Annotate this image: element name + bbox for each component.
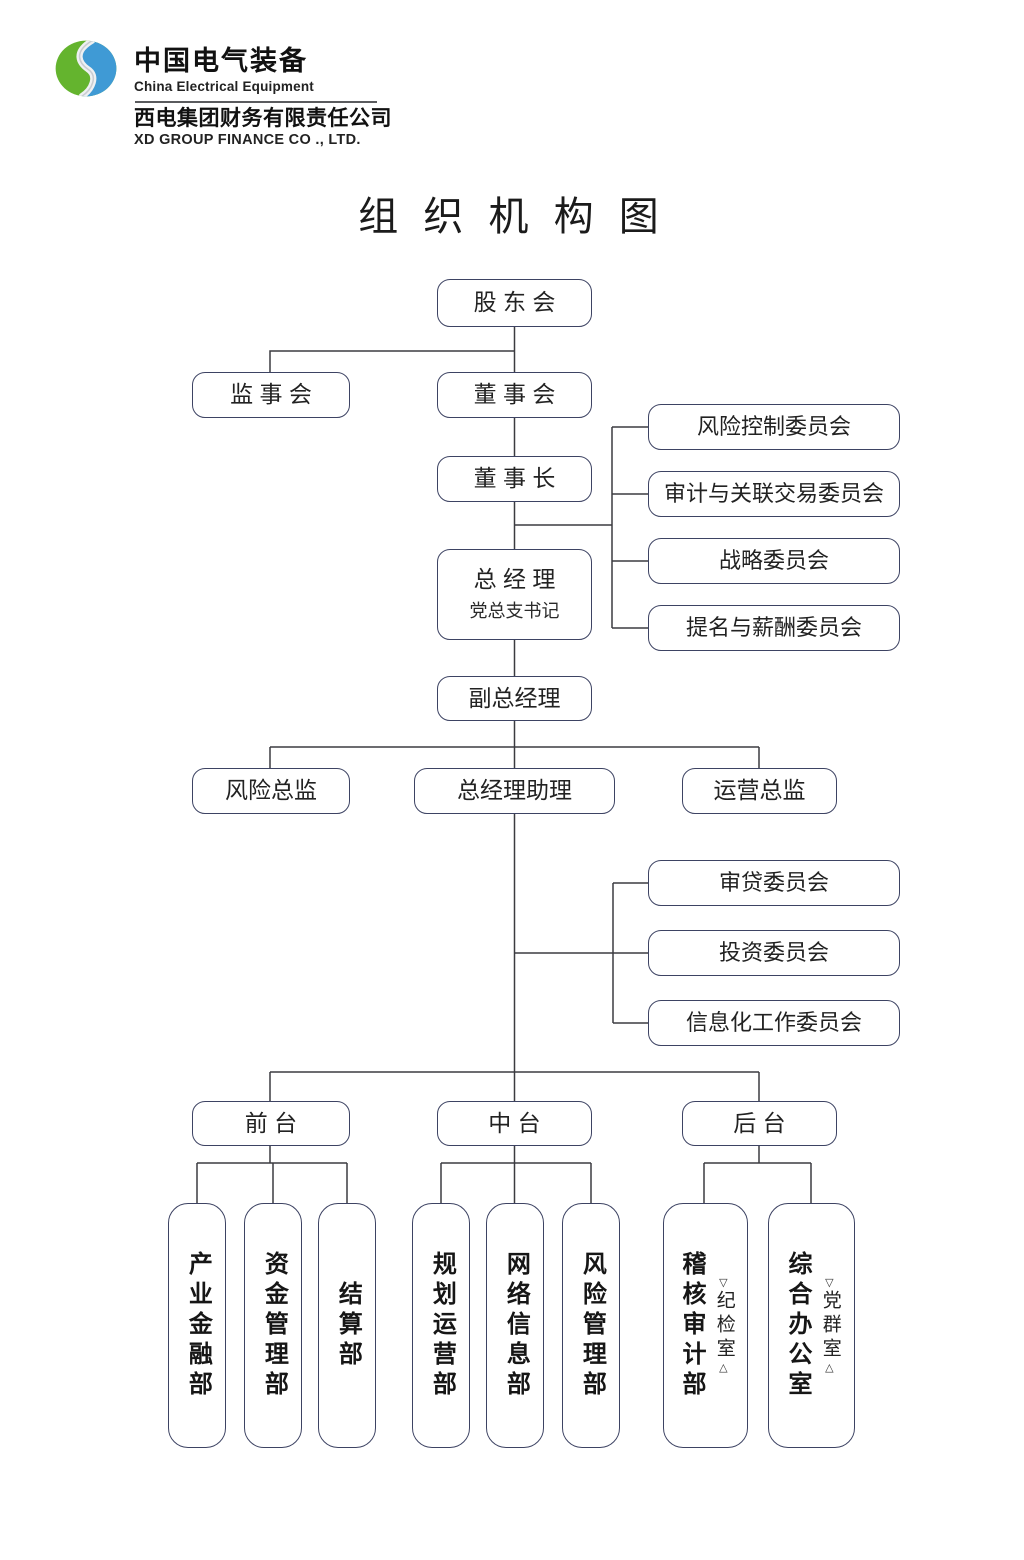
node-label: 前 台 [244,1109,298,1136]
node-investment-committee: 投资委员会 [648,930,900,976]
company-logo-icon [55,40,117,97]
brand-name-cn: 中国电气装备 [134,46,308,76]
node-paren-annotation: ▽ 纪检室 △ [712,1276,735,1374]
node-label: 运营总监 [713,777,806,804]
node-gm-assistant: 总经理助理 [414,768,615,814]
node-back-office: 后 台 [682,1101,837,1146]
node-risk-management-dept: 风险管理部 [562,1203,620,1448]
node-middle-office: 中 台 [437,1101,592,1146]
node-label: 战略委员会 [718,547,829,573]
node-label: 信息化工作委员会 [685,1009,862,1035]
node-industry-finance-dept: 产业金融部 [168,1203,226,1448]
node-label: 总经理助理 [457,777,572,804]
company-name-cn: 西电集团财务有限责任公司 [134,107,392,130]
node-label: 综合办公室 [784,1250,811,1401]
node-label: 股 东 会 [473,289,556,316]
node-label: 提名与薪酬委员会 [685,614,862,640]
node-operations-director: 运营总监 [682,768,837,814]
company-name-en: XD GROUP FINANCE CO ., LTD. [134,132,361,149]
node-informatization-work-committee: 信息化工作委员会 [648,1000,900,1046]
node-label: 董 事 会 [473,381,556,408]
node-sublabel: 党总支书记 [469,601,560,621]
node-label: 风险总监 [225,777,317,804]
header-divider [135,101,377,103]
node-label: 审贷委员会 [718,869,829,895]
brand-name-en: China Electrical Equipment [134,78,314,94]
node-label: 网络信息部 [502,1250,530,1401]
node-shareholders-meeting: 股 东 会 [437,279,592,327]
node-deputy-general-manager: 副总经理 [437,676,592,721]
node-supervisory-board: 监 事 会 [192,372,350,418]
node-board-of-directors: 董 事 会 [437,372,592,418]
node-front-office: 前 台 [192,1101,350,1146]
node-label: 投资委员会 [718,939,829,965]
node-label: 风险控制委员会 [696,413,851,439]
node-label: 董 事 长 [473,465,556,492]
node-label: 总 经 理 [473,566,556,593]
node-label: 稽核审计部 [678,1250,705,1401]
node-planning-operation-dept: 规划运营部 [412,1203,470,1448]
node-label: 风险管理部 [578,1250,606,1401]
node-label: 产业金融部 [184,1250,212,1401]
paren-open-mark: ▽ [719,1276,728,1289]
paren-open-mark: ▽ [825,1276,834,1289]
paren-close-mark: △ [719,1361,728,1374]
node-label: 副总经理 [468,684,561,711]
node-general-manager: 总 经 理 党总支书记 [437,549,592,640]
node-label: 审计与关联交易委员会 [663,480,884,506]
node-label: 后 台 [733,1109,786,1136]
node-nomination-remuneration-committee: 提名与薪酬委员会 [648,605,900,651]
node-label: 监 事 会 [230,381,312,408]
node-label: 资金管理部 [260,1250,288,1401]
page-title: 组 织 机 构 图 [358,195,666,239]
node-credit-review-committee: 审贷委员会 [648,860,900,906]
node-paren-label: 党群室 [819,1289,841,1362]
node-label: 结算部 [334,1280,362,1371]
node-paren-label: 纪检室 [713,1289,735,1362]
node-audit-inspection-dept: 稽核审计部 ▽ 纪检室 △ [663,1203,748,1448]
node-strategy-committee: 战略委员会 [648,538,900,584]
node-risk-control-committee: 风险控制委员会 [648,404,900,450]
node-label: 中 台 [488,1109,541,1136]
node-network-information-dept: 网络信息部 [486,1203,544,1448]
paren-close-mark: △ [825,1361,834,1374]
node-paren-annotation: ▽ 党群室 △ [818,1276,841,1374]
node-fund-management-dept: 资金管理部 [244,1203,302,1448]
node-risk-director: 风险总监 [192,768,350,814]
node-audit-related-transactions-committee: 审计与关联交易委员会 [648,471,900,517]
node-settlement-dept: 结算部 [318,1203,376,1448]
node-label: 规划运营部 [428,1250,456,1401]
node-chairman: 董 事 长 [437,456,592,502]
node-general-office: 综合办公室 ▽ 党群室 △ [768,1203,855,1448]
